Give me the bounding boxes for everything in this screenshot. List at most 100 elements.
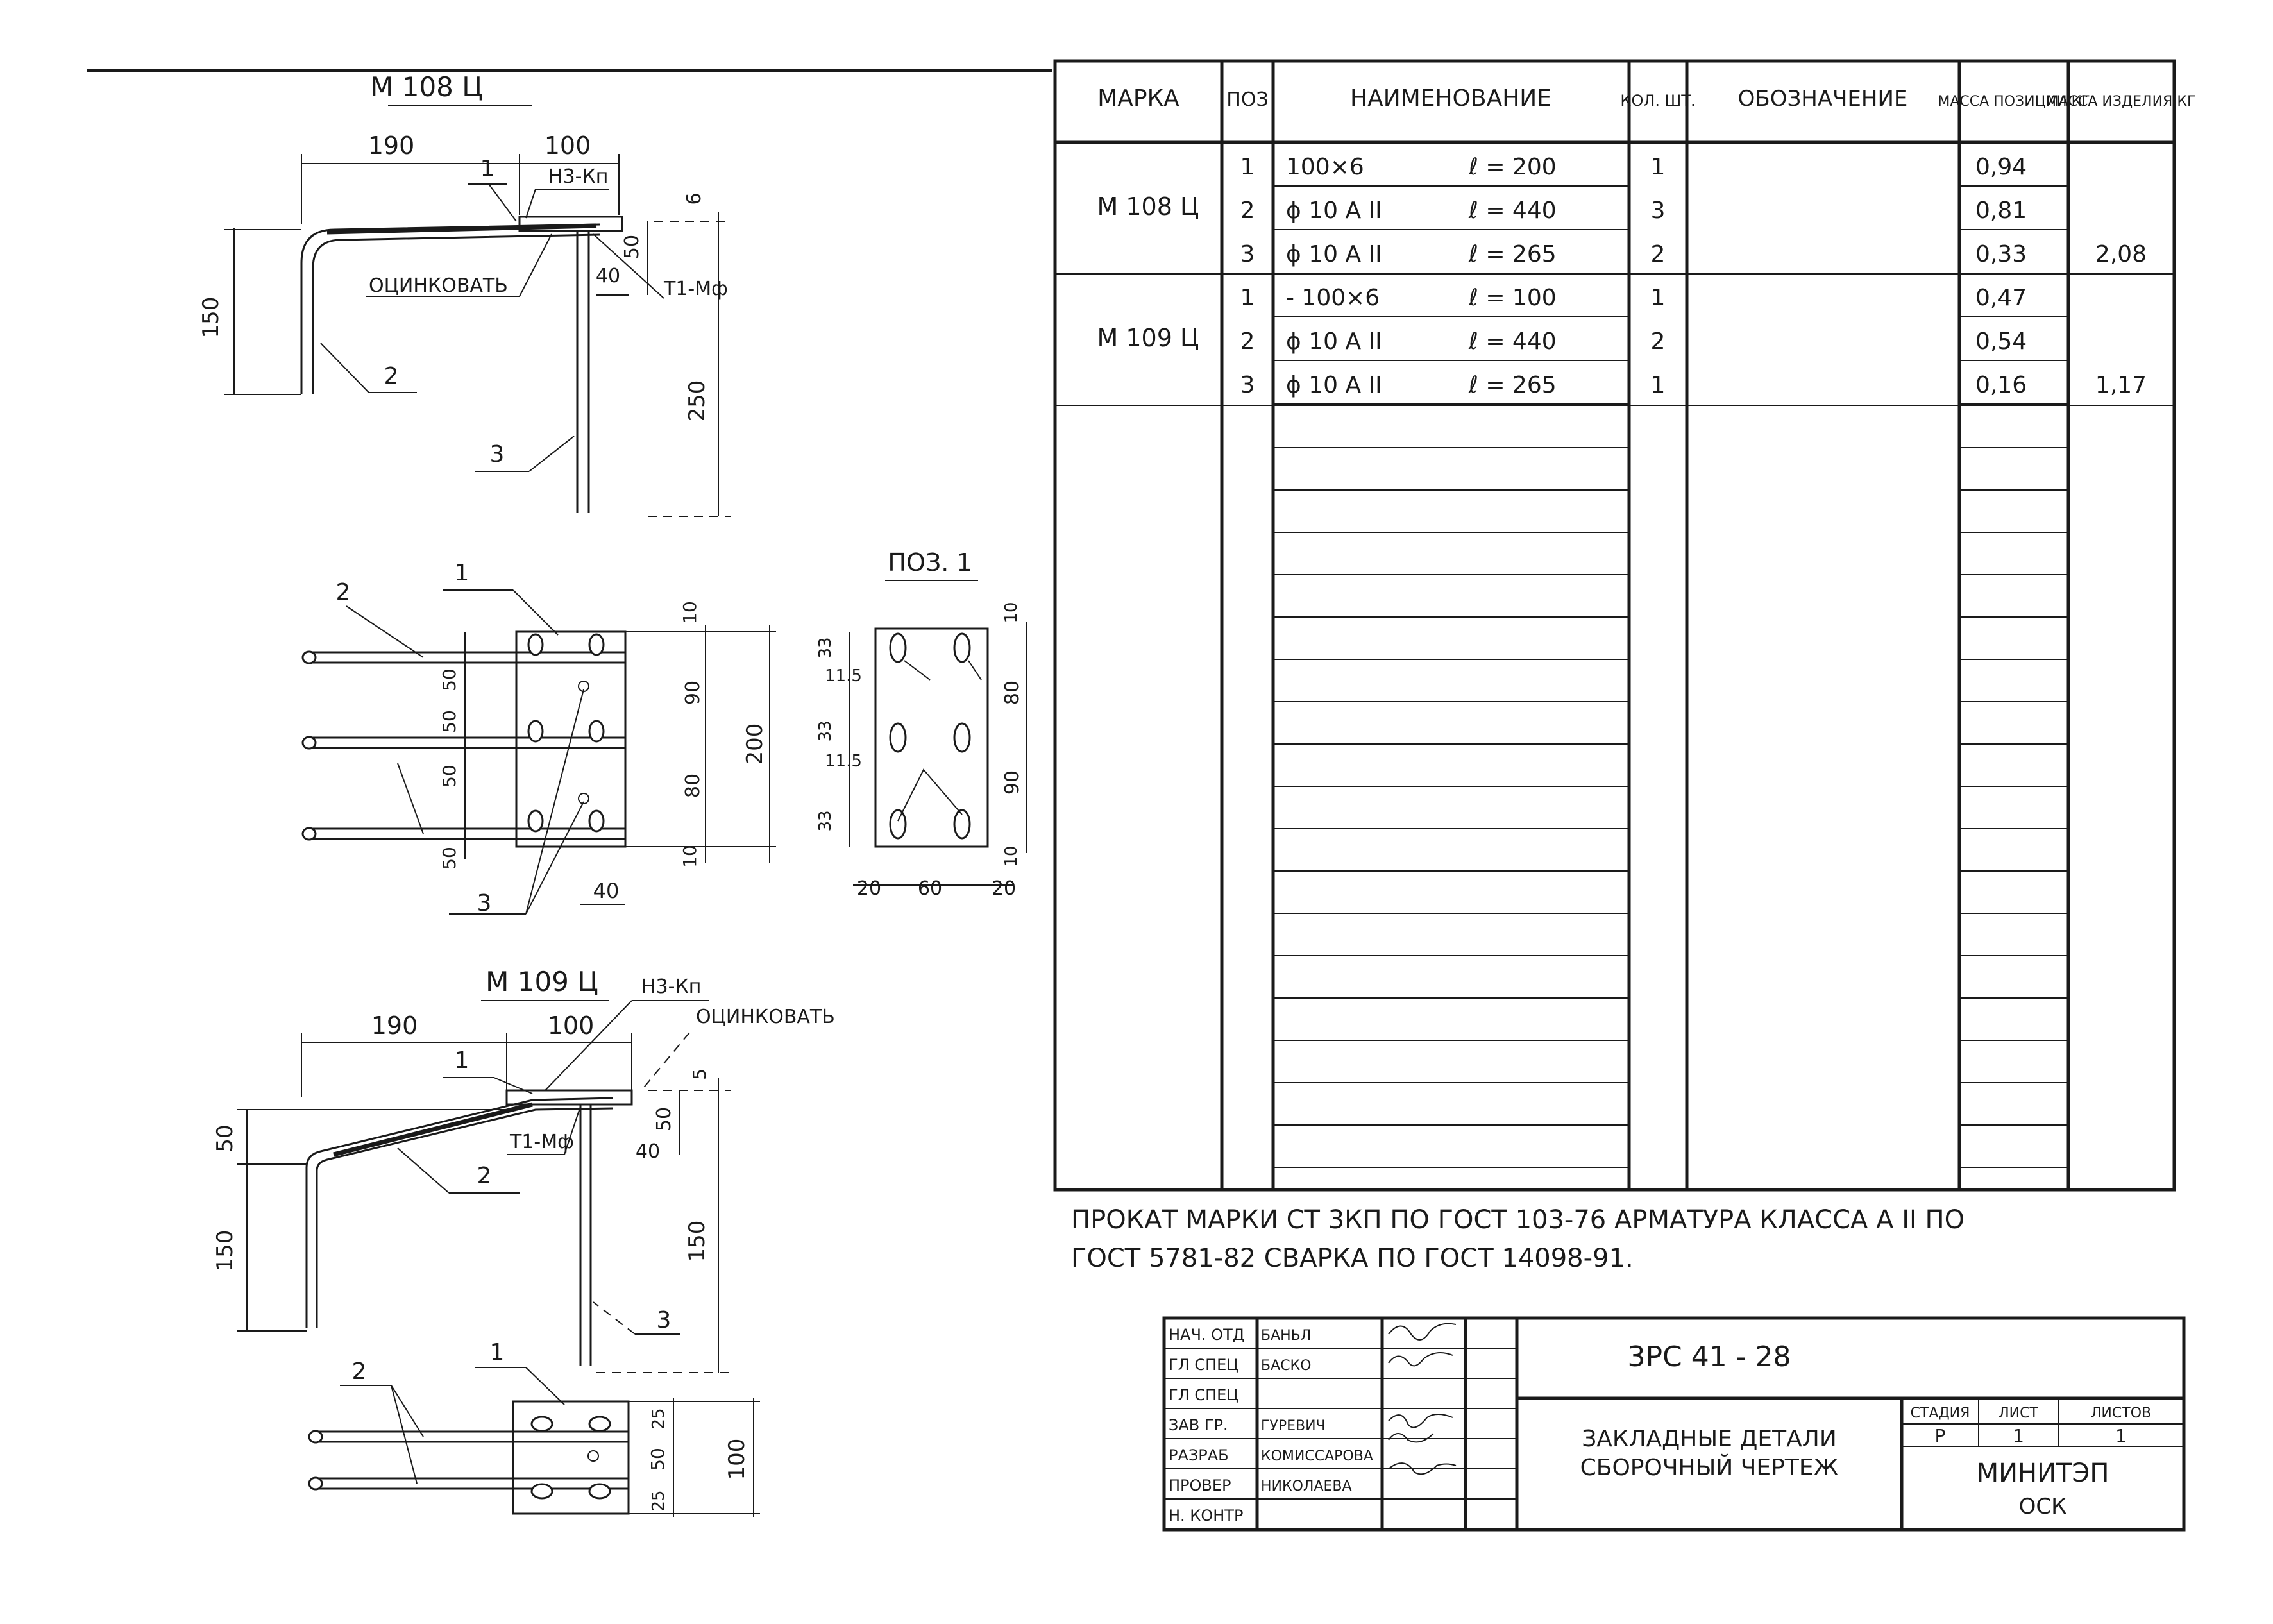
spec-g0-r2-poz: 3 bbox=[1240, 241, 1255, 267]
m109-leader-1 bbox=[493, 1077, 533, 1094]
spec-hdr-mitem: МАССА ИЗДЕЛИЯ КГ bbox=[2047, 94, 2196, 110]
plan108-hole-5 bbox=[527, 809, 544, 833]
spec-g0-r2-name: ϕ 10 А II bbox=[1286, 241, 1382, 267]
spec-g1-r2-len: ℓ = 265 bbox=[1468, 372, 1557, 398]
plan108-leader-2b bbox=[397, 763, 424, 834]
tb-signature-2 bbox=[1388, 1352, 1453, 1367]
spec-g1-r1-poz: 2 bbox=[1240, 328, 1255, 355]
tb-person-1: БАСКО bbox=[1261, 1358, 1311, 1374]
m108-leader-2 bbox=[320, 343, 369, 393]
plan108-d50d: 50 bbox=[439, 847, 460, 870]
spec-g1-r2-mass-pos: 0,16 bbox=[1975, 372, 2027, 398]
plan108-leader-3a bbox=[525, 689, 584, 915]
spec-g0-r1-name: ϕ 10 А II bbox=[1286, 198, 1382, 224]
tb-role-3: ЗАВ ГР. bbox=[1169, 1416, 1228, 1434]
tb-role-4: РАЗРАБ bbox=[1169, 1446, 1229, 1464]
spec-g1-r0-poz: 1 bbox=[1240, 285, 1255, 311]
plan109-leader-2a bbox=[391, 1385, 424, 1437]
plan108-d50b: 50 bbox=[439, 710, 460, 733]
m109-bar-2 bbox=[305, 1097, 613, 1328]
spec-g1-r1-qty: 2 bbox=[1651, 328, 1666, 355]
m108-plan: 2 1 3 10 50 50 50 50 90 80 10 200 40 bbox=[301, 560, 776, 917]
plan108-hole-3 bbox=[527, 720, 544, 743]
tb-title-line1: ЗАКЛАДНЫЕ ДЕТАЛИ bbox=[1582, 1426, 1837, 1452]
tb-person-0: БАНЬЛ bbox=[1261, 1328, 1311, 1344]
poz1-b20a: 20 bbox=[857, 877, 881, 900]
plan109-plate bbox=[512, 1400, 630, 1515]
tb-stage-label: СТАДИЯ bbox=[1911, 1405, 1970, 1421]
tb-signature-3 bbox=[1388, 1414, 1453, 1428]
plan108-d50c: 50 bbox=[439, 765, 460, 788]
m108-title: М 108 Ц bbox=[370, 71, 483, 103]
tb-person-3: ГУРЕВИЧ bbox=[1261, 1418, 1326, 1434]
spec-g1-r2-poz: 3 bbox=[1240, 372, 1255, 398]
m109-weld-top: Н3-Кп bbox=[641, 976, 701, 998]
m108-weld-zinc bbox=[326, 223, 597, 235]
tb-doc-code: 3РС 41 - 28 bbox=[1627, 1341, 1791, 1373]
poz1-b60: 60 bbox=[918, 877, 942, 900]
m109-dim-100: 100 bbox=[548, 1011, 595, 1040]
m109-weld-t-leader bbox=[564, 1106, 581, 1155]
spec-g0-r0-len: ℓ = 200 bbox=[1468, 154, 1557, 180]
plan108-hole-6 bbox=[588, 809, 605, 833]
m109-elevation: М 109 Ц Н3-Кп ОЦИНКОВАТЬ 190 100 1 2 Т1-… bbox=[212, 966, 835, 1373]
m108-plate-1 bbox=[518, 216, 623, 232]
plan109-hole-3 bbox=[530, 1483, 553, 1500]
plan108-d40: 40 bbox=[593, 879, 620, 903]
m109-title: М 109 Ц bbox=[486, 966, 598, 997]
notes-line2: ГОСТ 5781-82 СВАРКА ПО ГОСТ 14098-91. bbox=[1071, 1244, 1634, 1273]
m108-dim-50: 50 bbox=[621, 235, 643, 259]
tb-role-2: ГЛ СПЕЦ bbox=[1169, 1386, 1238, 1404]
poz1-title: ПОЗ. 1 bbox=[888, 548, 972, 577]
spec-g0-r2-len: ℓ = 265 bbox=[1468, 241, 1557, 267]
m108-dim-150: 150 bbox=[198, 297, 224, 339]
m108-dim-250: 250 bbox=[684, 380, 710, 422]
tb-sheets-label: ЛИСТОВ bbox=[2091, 1405, 2151, 1421]
spec-g0-r1-mass-pos: 0,81 bbox=[1975, 198, 2027, 224]
m109-zinc-leader bbox=[641, 1032, 690, 1091]
spec-g0-r1-len: ℓ = 440 bbox=[1468, 198, 1557, 224]
tb-signature-4 bbox=[1388, 1433, 1434, 1443]
m108-zinc: ОЦИНКОВАТЬ bbox=[369, 275, 508, 297]
m109-dim-40: 40 bbox=[636, 1140, 660, 1163]
spec-g1-r0-len: ℓ = 100 bbox=[1468, 285, 1557, 311]
plan109-pos2: 2 bbox=[352, 1358, 367, 1385]
spec-g0-r0-mass-pos: 0,94 bbox=[1975, 154, 2027, 180]
m109-dim-150v: 150 bbox=[212, 1230, 238, 1272]
plan109-hole-1 bbox=[530, 1416, 553, 1432]
plan108-pos3: 3 bbox=[477, 890, 492, 917]
plan109-weld-dot bbox=[587, 1450, 599, 1462]
tb-org-sub: ОСК bbox=[2019, 1494, 2067, 1519]
spec-g0-r2-mass-item: 2,08 bbox=[2095, 241, 2147, 267]
plan108-bar-end-c bbox=[301, 827, 317, 841]
tb-title-line2: СБОРОЧНЫЙ ЧЕРТЕЖ bbox=[1580, 1454, 1839, 1481]
m108-elevation: М 108 Ц 190 100 1 Н3-Кп ОЦИНКОВАТЬ 2 3 bbox=[198, 71, 731, 517]
m108-bar-2 bbox=[300, 223, 600, 394]
m109-plate-1 bbox=[505, 1089, 633, 1106]
plan109-hole-4 bbox=[588, 1483, 611, 1500]
plan108-leader-1 bbox=[512, 589, 559, 636]
spec-g1-r2-name: ϕ 10 А II bbox=[1286, 372, 1382, 398]
tb-sheet-label: ЛИСТ bbox=[1998, 1405, 2038, 1421]
spec-g0-r2-qty: 2 bbox=[1651, 241, 1666, 267]
tb-sheets: 1 bbox=[2115, 1425, 2127, 1446]
m108-leader-1 bbox=[488, 183, 517, 222]
plan109-pos1: 1 bbox=[490, 1339, 505, 1366]
plan108-bar-end-b bbox=[301, 736, 317, 750]
m109-bar-2-inner bbox=[316, 1107, 613, 1328]
m109-dim-150: 150 bbox=[684, 1221, 710, 1262]
tb-org: МИНИТЭП bbox=[1977, 1459, 2109, 1488]
spec-g0-r1-qty: 3 bbox=[1651, 198, 1666, 224]
spec-hdr-name: НАИМЕНОВАНИЕ bbox=[1350, 85, 1551, 112]
poz1-d115b: 11.5 bbox=[825, 752, 862, 771]
spec-g1-r1-len: ℓ = 440 bbox=[1468, 328, 1557, 355]
spec-empty-lines bbox=[1273, 447, 2068, 1168]
m108-leader-3 bbox=[528, 436, 575, 472]
poz1-detail: ПОЗ. 1 33 11.5 33 11.5 33 10 80 90 10 20… bbox=[816, 548, 1027, 900]
tb-role-6: Н. КОНТР bbox=[1169, 1507, 1243, 1525]
spec-marka-m108: М 108 Ц bbox=[1097, 192, 1199, 221]
poz1-hole-5 bbox=[889, 809, 907, 840]
m108-weld-t: Т1-Мф bbox=[663, 278, 728, 300]
